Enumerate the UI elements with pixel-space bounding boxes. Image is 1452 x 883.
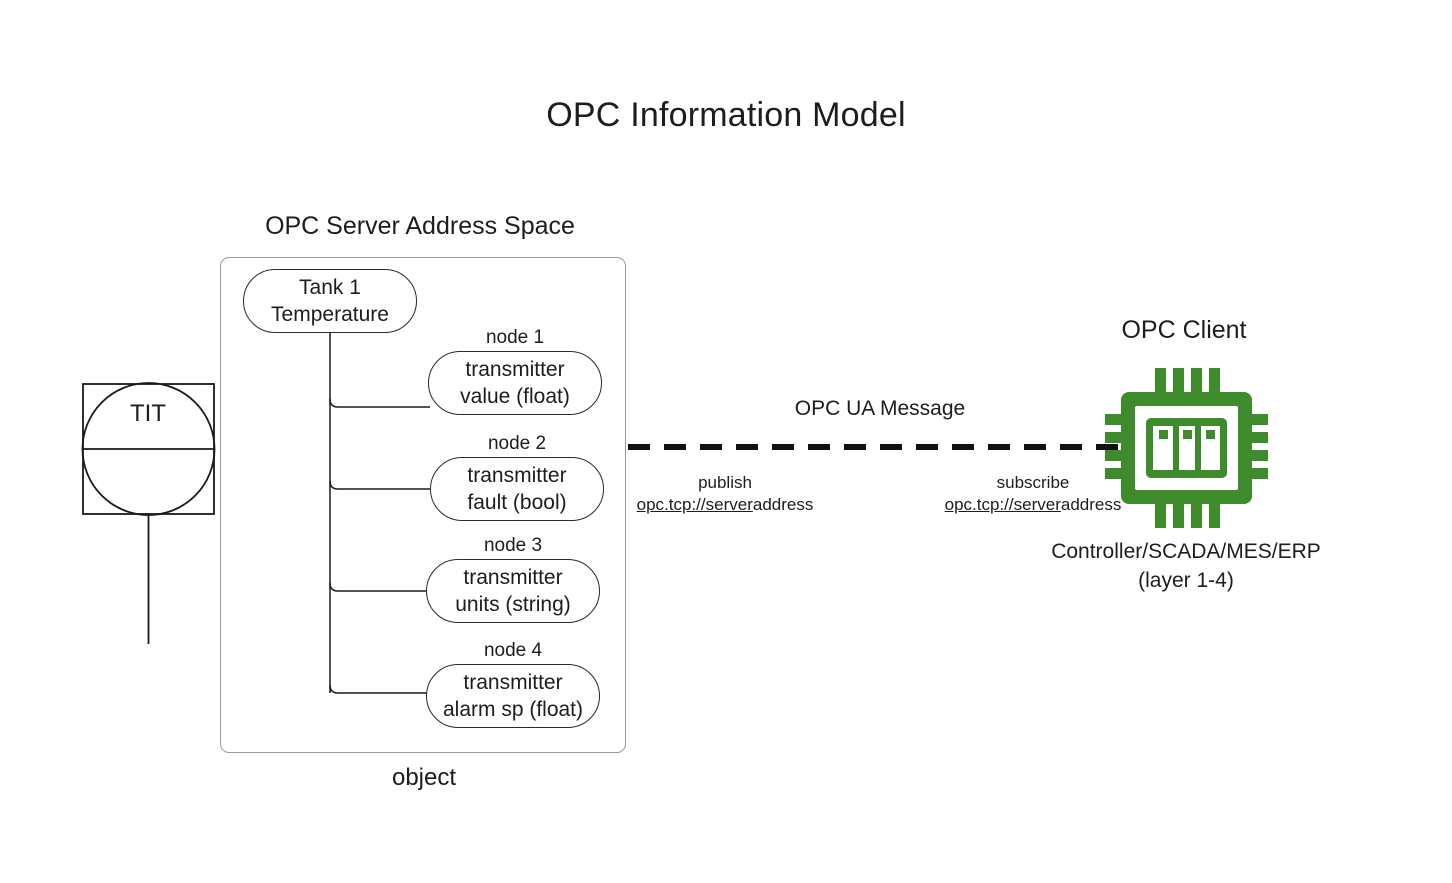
node-2-line1: transmitter — [467, 464, 567, 487]
page-title: OPC Information Model — [546, 96, 906, 134]
server-address-space-box — [220, 257, 626, 753]
node-2-caption: node 2 — [487, 433, 547, 454]
node-3-line2: units (string) — [455, 593, 571, 616]
node-3-transmitter-units[interactable]: transmitter units (string) — [426, 559, 600, 623]
server-address-space-caption: OPC Server Address Space — [265, 212, 575, 240]
node-3-line1: transmitter — [463, 566, 563, 589]
subscribe-endpoint: subscribe opc.tcp://serveraddress — [918, 472, 1148, 516]
node-4-transmitter-alarm-sp[interactable]: transmitter alarm sp (float) — [426, 664, 600, 728]
cpu-chip-icon — [1105, 368, 1268, 528]
instrument-tag-label: TIT — [130, 400, 166, 427]
object-caption: object — [391, 764, 457, 791]
node-1-transmitter-value[interactable]: transmitter value (float) — [428, 351, 602, 415]
node-1-line2: value (float) — [460, 385, 570, 408]
node-1-line1: transmitter — [465, 358, 565, 381]
node-root-line1: Tank 1 — [299, 276, 361, 299]
node-1-caption: node 1 — [485, 327, 545, 348]
publish-endpoint: publish opc.tcp://serveraddress — [610, 472, 840, 516]
publish-url-tail: address — [752, 495, 814, 514]
subscribe-url-scheme: opc.tcp://server — [944, 495, 1061, 514]
node-tank1-temperature[interactable]: Tank 1 Temperature — [243, 269, 417, 333]
opc-ua-message-label: OPC UA Message — [794, 397, 966, 420]
subscribe-url[interactable]: opc.tcp://serveraddress — [918, 494, 1148, 516]
client-subcaption-line2: (layer 1-4) — [1138, 569, 1234, 592]
node-root-line2: Temperature — [271, 303, 389, 326]
publish-action-label: publish — [698, 473, 752, 492]
client-subcaption-line1: Controller/SCADA/MES/ERP — [1051, 540, 1321, 563]
publish-url[interactable]: opc.tcp://serveraddress — [610, 494, 840, 516]
opc-client-subcaption: Controller/SCADA/MES/ERP (layer 1-4) — [1005, 537, 1367, 595]
node-4-caption: node 4 — [483, 640, 543, 661]
node-2-line2: fault (bool) — [467, 491, 567, 514]
node-3-caption: node 3 — [483, 535, 543, 556]
node-4-line2: alarm sp (float) — [442, 698, 584, 721]
node-4-line1: transmitter — [463, 671, 563, 694]
publish-url-scheme: opc.tcp://server — [636, 495, 753, 514]
node-2-transmitter-fault[interactable]: transmitter fault (bool) — [430, 457, 604, 521]
subscribe-url-tail: address — [1060, 495, 1122, 514]
subscribe-action-label: subscribe — [996, 473, 1070, 492]
opc-client-caption: OPC Client — [1121, 316, 1247, 344]
